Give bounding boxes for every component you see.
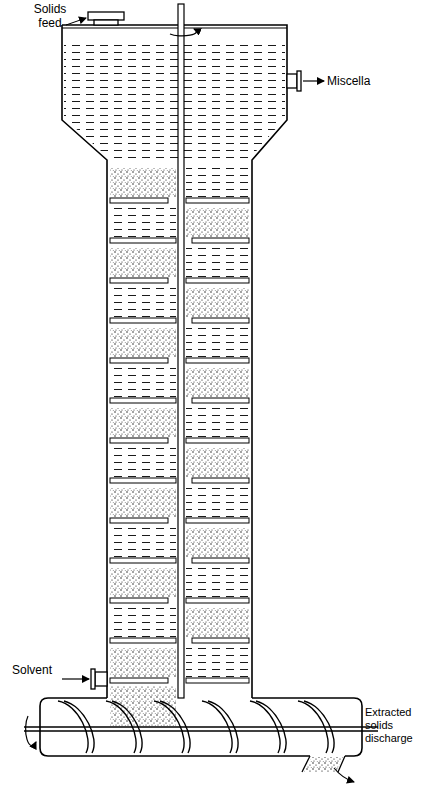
outlet-label: Miscella <box>327 74 407 88</box>
feed-label: Solids feed <box>22 2 78 30</box>
discharge-label: Extracted solids discharge <box>365 706 419 745</box>
inlet-label: Solvent <box>12 663 72 677</box>
